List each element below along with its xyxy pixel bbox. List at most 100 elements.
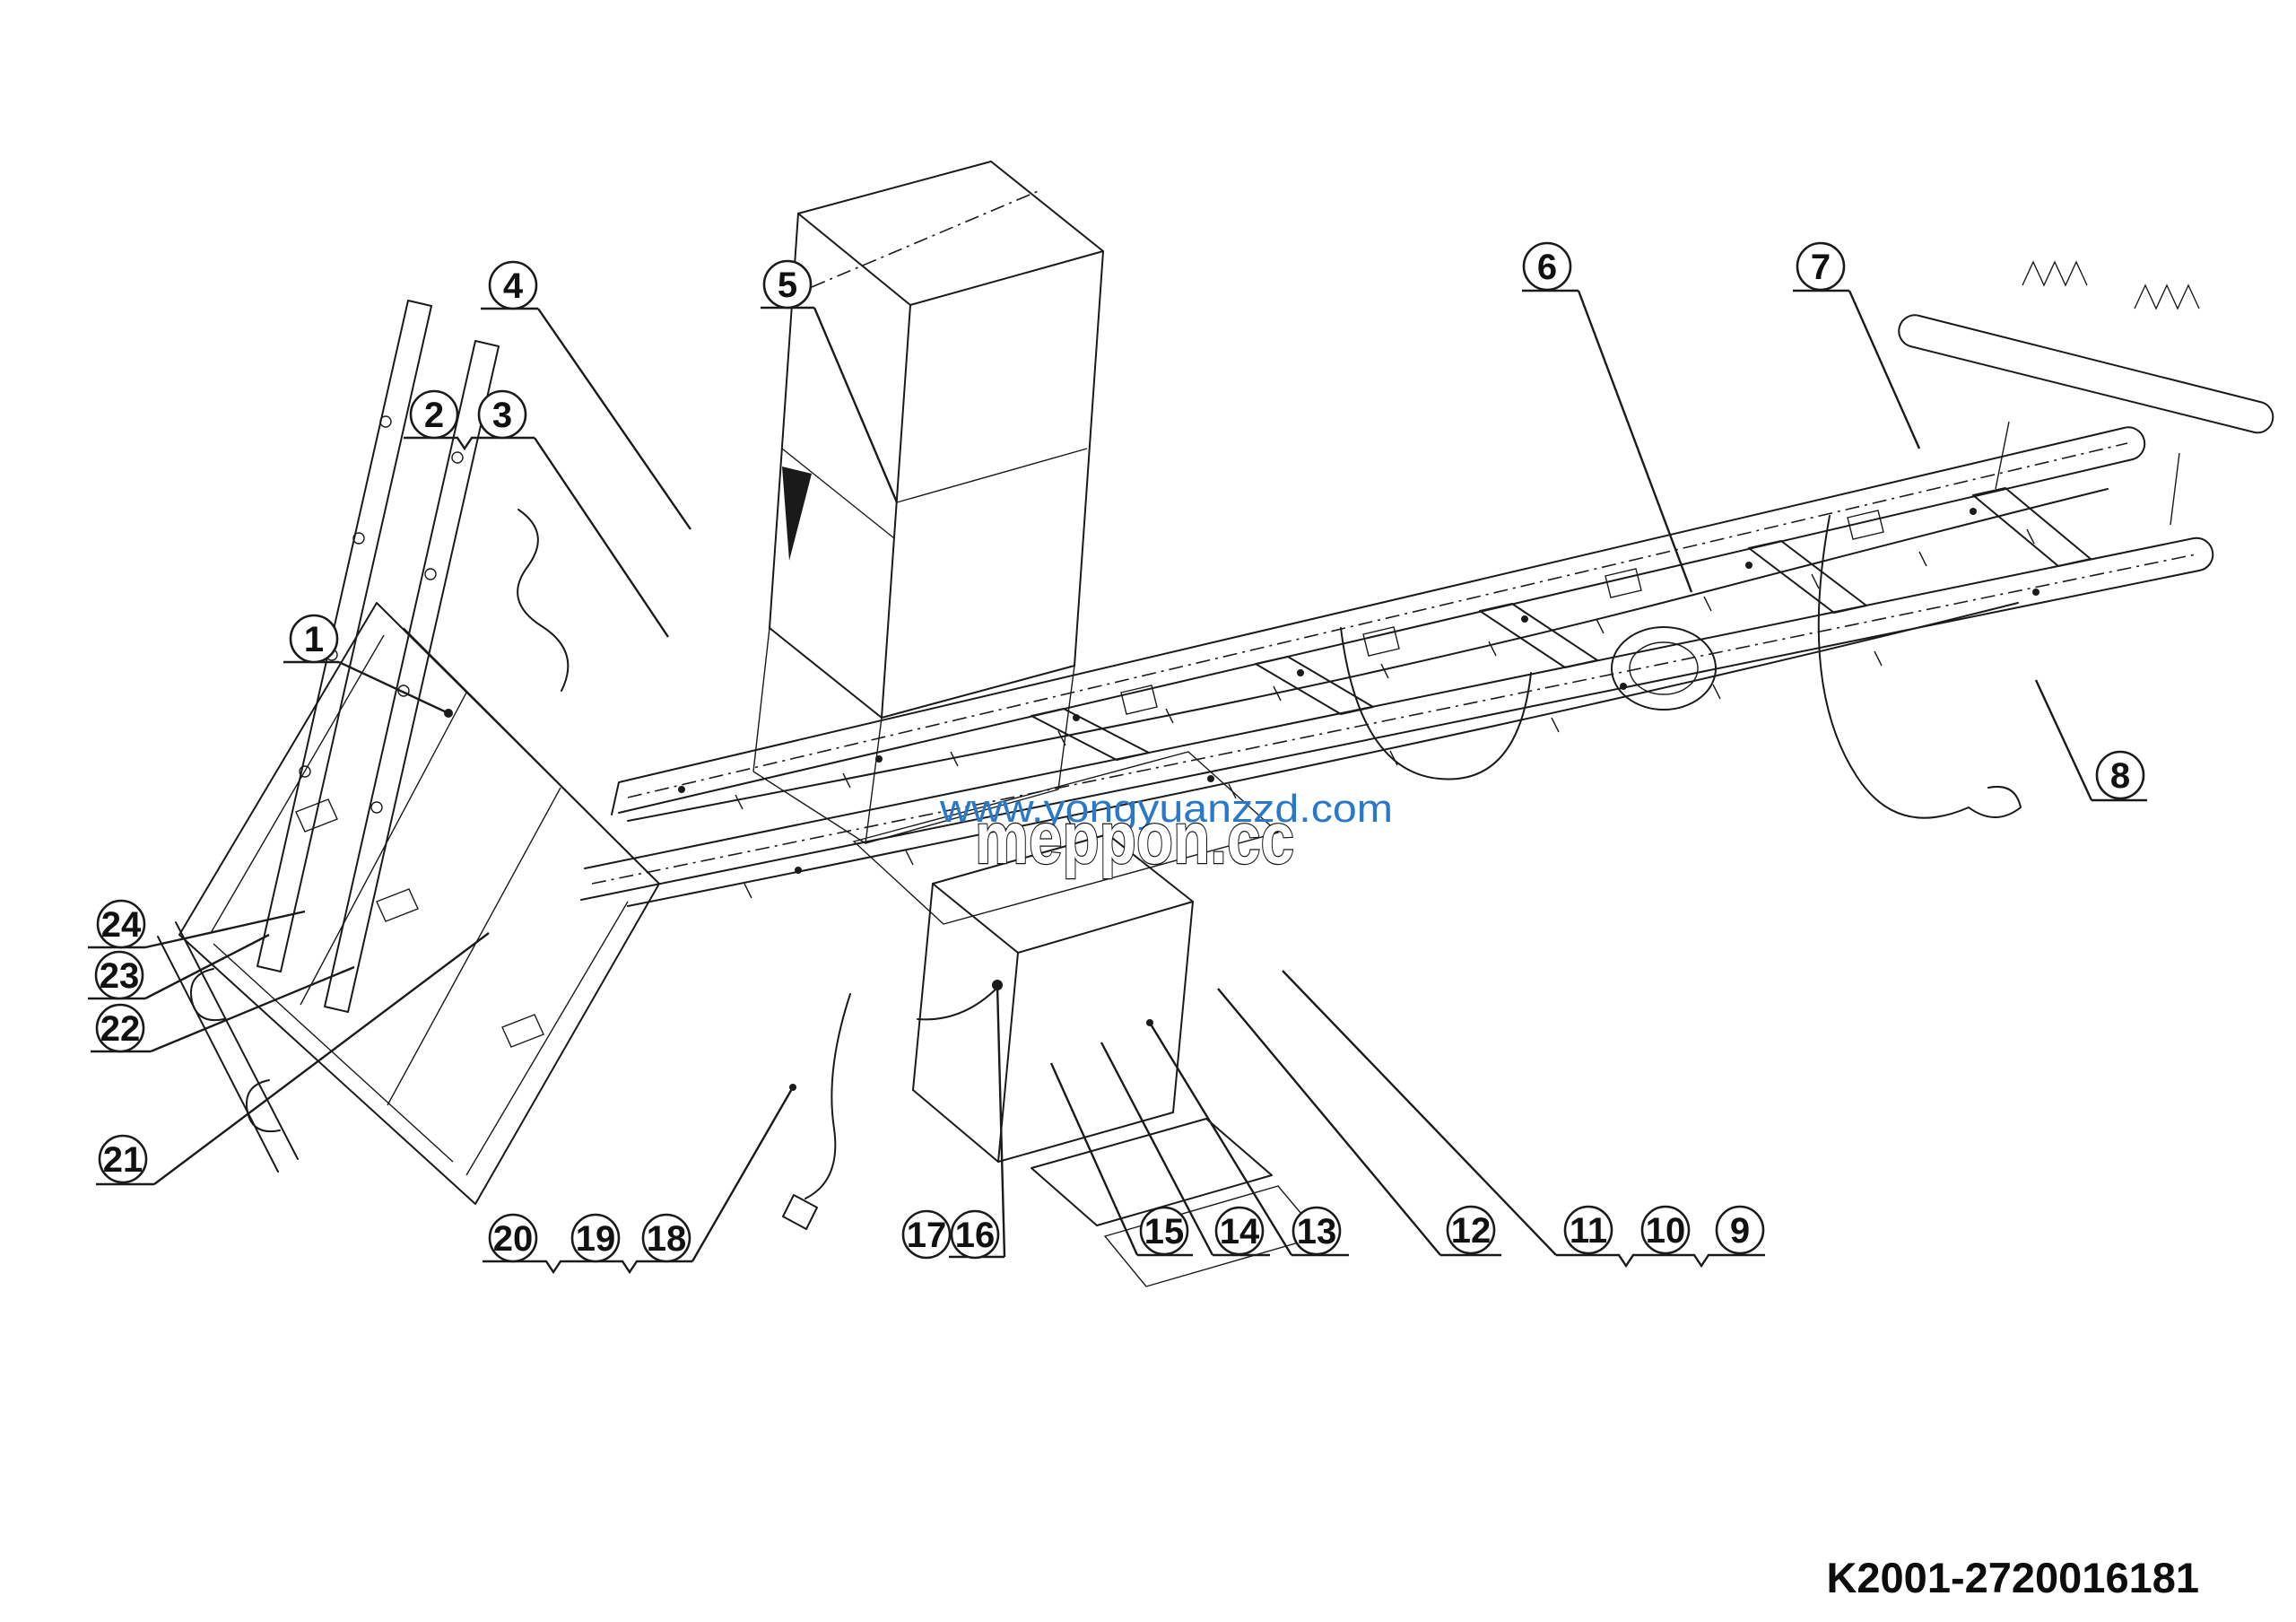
- callout-19: 19: [570, 1213, 621, 1263]
- callout-circle: [1563, 1205, 1613, 1255]
- callout-leader: [144, 910, 306, 949]
- callout-8: 8: [2095, 750, 2145, 800]
- callout-circle: [1715, 1205, 1765, 1255]
- watermark-url: www.yongyuanzzd.com: [939, 787, 1393, 831]
- callout-10: 10: [1640, 1205, 1691, 1255]
- callout-number: 8: [2110, 756, 2130, 796]
- callout-number: 6: [1537, 248, 1557, 287]
- callout-leader: [1282, 970, 1557, 1256]
- callout-circle: [762, 259, 813, 310]
- callout-circle: [1446, 1205, 1496, 1255]
- callout-15: 15: [1139, 1206, 1189, 1256]
- callout-18: 18: [641, 1213, 691, 1263]
- callout-5: 5: [762, 259, 813, 310]
- callout-circle: [289, 614, 339, 664]
- callout-number: 23: [100, 956, 140, 996]
- callout-number: 2: [424, 396, 444, 435]
- callout-leader: [813, 307, 899, 503]
- control-box: [852, 751, 1322, 1287]
- callout-20: 20: [488, 1213, 538, 1263]
- callout-number: 19: [576, 1219, 616, 1259]
- callout-leader: [1148, 1022, 1293, 1256]
- callout-21: 21: [98, 1134, 148, 1184]
- callout-4: 4: [488, 260, 538, 310]
- callout-number: 7: [1811, 248, 1831, 287]
- callout-leader: [153, 932, 490, 1185]
- callout-number: 21: [103, 1140, 144, 1180]
- callout-leader: [1217, 988, 1441, 1256]
- callout-circle: [1640, 1205, 1691, 1255]
- callout-leader: [1049, 1062, 1139, 1256]
- logo-triangle: [782, 467, 812, 561]
- callout-23: 23: [94, 950, 144, 1000]
- callout-leader: [338, 660, 449, 715]
- callout-6: 6: [1522, 241, 1572, 292]
- callout-number: 24: [101, 905, 142, 945]
- callout-circle: [477, 389, 527, 440]
- callout-3: 3: [477, 389, 527, 440]
- callout-14: 14: [1214, 1206, 1265, 1256]
- callout-24: 24: [96, 899, 146, 949]
- part-number: K2001-2720016181: [1826, 1554, 2199, 1601]
- harness-dangler-right: [1817, 515, 1970, 819]
- callout-13: 13: [1292, 1206, 1342, 1256]
- callout-number: 4: [503, 266, 524, 306]
- callout-9: 9: [1715, 1205, 1765, 1255]
- callout-leader: [1100, 1042, 1214, 1256]
- callout-circle: [488, 260, 538, 310]
- callout-leader: [996, 984, 1006, 1258]
- callout-number: 9: [1730, 1211, 1750, 1251]
- callout-number: 15: [1144, 1212, 1185, 1251]
- callout-circle: [1796, 241, 1846, 292]
- callout-circle: [641, 1213, 691, 1263]
- callout-17: 17: [901, 1209, 952, 1260]
- callout-underline: [483, 1260, 692, 1275]
- callout-leader: [144, 933, 270, 1000]
- callout-number: 12: [1451, 1211, 1492, 1251]
- callout-leader: [150, 965, 355, 1053]
- callout-circle: [95, 1003, 145, 1053]
- callout-12: 12: [1446, 1205, 1496, 1255]
- callout-circle: [96, 899, 146, 949]
- callout-circle: [950, 1209, 1000, 1260]
- callout-number: 1: [304, 620, 324, 659]
- callout-circle: [409, 389, 459, 440]
- callout-number: 10: [1646, 1211, 1686, 1251]
- callout-number: 14: [1220, 1212, 1260, 1251]
- harness-loop: [1340, 627, 1532, 780]
- callout-circle: [488, 1213, 538, 1263]
- watermark-brand: meppon.cc: [975, 798, 1294, 879]
- callout-number: 20: [493, 1219, 534, 1259]
- callout-underline: [1556, 1253, 1765, 1269]
- callout-16: 16: [950, 1209, 1000, 1260]
- callout-1: 1: [289, 614, 339, 664]
- callout-number: 18: [647, 1219, 687, 1259]
- callout-number: 13: [1297, 1212, 1337, 1251]
- callout-number: 17: [907, 1216, 947, 1255]
- connector-plug: [782, 1194, 818, 1230]
- callout-leader: [2034, 679, 2093, 801]
- callout-number: 5: [778, 266, 797, 305]
- callout-number: 22: [100, 1009, 141, 1049]
- callout-11: 11: [1563, 1205, 1613, 1255]
- callout-number: 16: [955, 1216, 996, 1255]
- callout-7: 7: [1796, 241, 1846, 292]
- callout-number: 11: [1570, 1211, 1607, 1251]
- callout-leader: [534, 437, 669, 638]
- callout-circle: [98, 1134, 148, 1184]
- callout-circle: [2095, 750, 2145, 800]
- callout-circle: [901, 1209, 952, 1260]
- callout-leader: [1577, 290, 1693, 593]
- callout-leader: [537, 308, 691, 530]
- chassis-drawing: [157, 161, 2274, 1287]
- battery-box: [752, 161, 1104, 844]
- callout-circle: [94, 950, 144, 1000]
- callout-number: 3: [492, 396, 512, 435]
- callout-underline: [404, 436, 535, 451]
- callout-leader: [1848, 290, 1921, 449]
- callout-22: 22: [95, 1003, 145, 1053]
- callout-leader: [691, 1086, 795, 1262]
